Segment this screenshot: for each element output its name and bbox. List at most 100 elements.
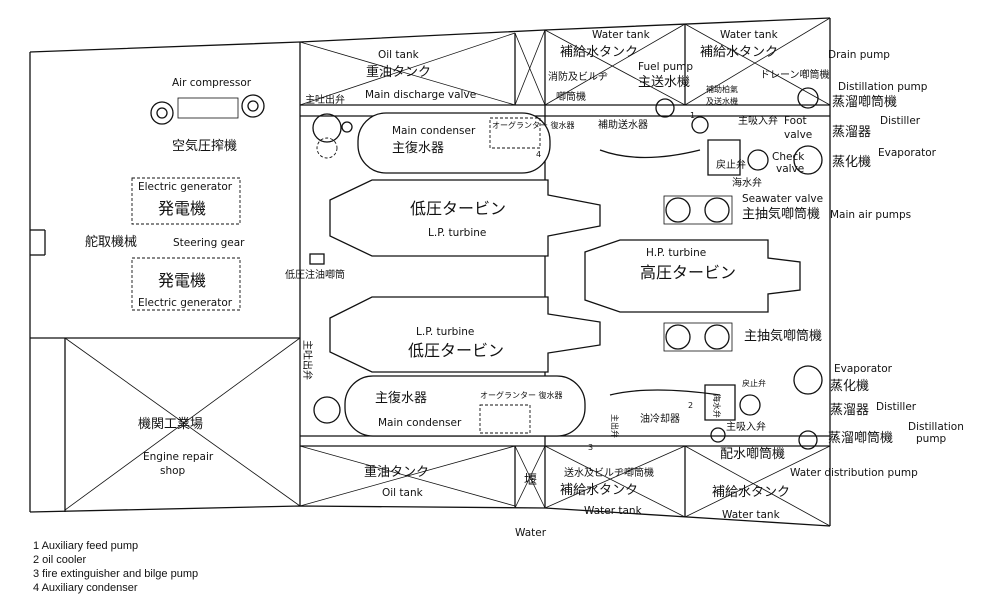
label-hp-turbine-jp: 高圧タービン: [640, 263, 736, 282]
label-main-discharge-jp: 主吐出弁: [305, 93, 345, 106]
label-num-4: 4: [536, 150, 541, 159]
main-condenser-bot: [313, 375, 586, 437]
label-water-tank-4-en: Water tank: [722, 509, 781, 521]
lp-turbine-bot: [329, 296, 601, 373]
label-water-dist-en: Water distribution pump: [790, 467, 918, 479]
label-distillation-bot-jp: 蒸溜喞筒機: [828, 430, 893, 446]
label-main-condenser-top-jp: 主復水器: [392, 140, 444, 156]
top-tanks: [299, 17, 831, 106]
label-check-valve-en: Check: [772, 151, 805, 163]
label-distillation-pump-en: Distillation pump: [838, 81, 928, 93]
label-check-valve-en2: valve: [776, 163, 804, 175]
label-distiller-jp: 蒸溜器: [832, 125, 871, 140]
label-water-tank-3-jp: 補給水タンク: [560, 483, 638, 498]
label-check-valve-jp: 戻止弁: [716, 158, 746, 171]
label-foot-valve-en2: valve: [784, 129, 812, 141]
room-partitions: [30, 30, 830, 512]
label-elec-gen2-jp: 発電機: [158, 271, 206, 290]
label-engine-shop-en1: Engine repair: [143, 451, 214, 463]
label-oil-tank-bot-en: Oil tank: [382, 487, 424, 499]
label-evaporator-en: Evaporator: [878, 147, 937, 159]
lp-oil-pump: [309, 253, 325, 265]
label-engine-shop-jp: 機関工業場: [138, 416, 203, 432]
label-lp-oil-pump-jp: 低圧注油喞筒: [285, 268, 345, 281]
label-main-exit-jp: 主出弁: [610, 414, 620, 438]
label-aux-feed-jp: 補助送水器: [598, 118, 648, 131]
label-aux-pump-jp: 補助柏氣: [706, 84, 738, 94]
label-aux-condenser-top-jp: オーグランター 復水器: [492, 120, 575, 130]
label-steering-en: Steering gear: [173, 237, 245, 249]
label-elec-gen2-en: Electric generator: [138, 297, 233, 309]
main-air-pumps-top: [663, 195, 733, 225]
label-drain-pump-en: Drain pump: [828, 49, 890, 61]
label-water-tank-2-jp: 補給水タンク: [700, 45, 778, 60]
label-main-exit-left-jp: 主吐出弁: [301, 340, 314, 380]
legend: 1 Auxiliary feed pump 2 oil cooler 3 fir…: [33, 540, 198, 594]
label-seawater-jp: 海水弁: [732, 176, 762, 189]
main-air-pumps-bot: [663, 322, 733, 352]
label-hp-turbine-en: H.P. turbine: [646, 247, 706, 259]
label-main-discharge-en: Main discharge valve: [365, 89, 476, 101]
label-water-tank-1-jp: 補給水タンク: [560, 45, 638, 60]
generator-boxes: [131, 177, 241, 311]
label-drain-pump-jp: ドレーン喞筒機: [760, 68, 830, 81]
legend-item-1: 1 Auxiliary feed pump: [33, 540, 138, 552]
legend-item-3: 3 fire extinguisher and bilge pump: [33, 568, 198, 580]
label-engine-shop-en2: shop: [160, 465, 186, 477]
label-lp-turbine-bot-en: L.P. turbine: [416, 326, 474, 338]
label-main-condenser-top-en: Main condenser: [392, 125, 476, 137]
label-check-bot-jp: 戻止弁: [742, 378, 766, 388]
label-distiller-bot-en: Distiller: [876, 401, 917, 413]
label-aux-condenser-bot-jp: オーグランター 復水器: [480, 390, 563, 400]
legend-item-4: 4 Auxiliary condenser: [33, 582, 138, 594]
label-evaporator-bot-en: Evaporator: [834, 363, 893, 375]
right-equipment: [599, 87, 823, 450]
label-num-2: 2: [688, 401, 693, 410]
label-main-air-jp: 主抽気喞筒機: [742, 206, 820, 222]
label-water-tank-2-en: Water tank: [720, 29, 779, 41]
bottom-tanks: [299, 445, 831, 527]
hp-turbine: [584, 239, 801, 313]
label-fire-bilge-bot-jp: 送水及ビルヂ喞筒機: [564, 466, 654, 479]
hull-outline: [29, 17, 831, 527]
label-distiller-bot-jp: 蒸溜器: [830, 403, 869, 418]
label-main-air-en: Main air pumps: [830, 209, 911, 221]
label-foot-valve-en: Foot: [784, 115, 807, 127]
label-oil-tank-bot-jp: 重油タンク: [364, 464, 429, 480]
label-fuel-pump-jp: 主送水機: [638, 75, 690, 90]
label-seawater-bot-jp: 海水弁: [712, 394, 722, 418]
label-num-3: 3: [588, 443, 593, 452]
label-evaporator-jp: 蒸化機: [832, 155, 871, 170]
label-elec-gen-jp: 発電機: [158, 199, 206, 218]
label-water-tank-1-en: Water tank: [592, 29, 651, 41]
label-lp-turbine-bot-jp: 低圧タービン: [408, 341, 504, 360]
label-oil-tank-top-jp: 重油タンク: [366, 64, 431, 80]
label-fire-bilge-jp2: 喞筒機: [556, 90, 586, 103]
label-main-condenser-bot-jp: 主復水器: [375, 390, 427, 406]
label-water-jp: 堰: [524, 473, 537, 488]
diagram-labels: Air compressor 空気圧搾機 Electric generator …: [85, 29, 964, 539]
label-aux-pump-jp2: 及送水機: [706, 96, 738, 106]
label-main-air-bot-jp: 主抽気喞筒機: [744, 328, 822, 344]
air-compressors: [150, 94, 265, 125]
label-fire-bilge-jp: 消防及ビルヂ: [548, 70, 608, 83]
label-distillation-bot-en2: pump: [916, 433, 947, 445]
label-water-dist-jp: 配水喞筒機: [720, 446, 785, 462]
label-main-suction-bot-jp: 主吸入弁: [726, 420, 766, 433]
label-evaporator-bot-jp: 蒸化機: [830, 379, 869, 394]
label-lp-turbine-top-jp: 低圧タービン: [410, 199, 506, 218]
label-num-1: 1: [690, 111, 695, 120]
label-water-en: Water: [515, 527, 547, 539]
label-air-compressor-en: Air compressor: [172, 77, 252, 89]
label-distillation-bot-en: Distillation: [908, 421, 964, 433]
label-oil-tank-top-en: Oil tank: [378, 49, 420, 61]
lp-turbine-top: [329, 179, 601, 257]
label-steering-jp: 舵取機械: [85, 235, 137, 250]
label-lp-turbine-top-en: L.P. turbine: [428, 227, 486, 239]
label-distiller-en: Distiller: [880, 115, 921, 127]
label-main-suction-jp: 主吸入弁: [738, 114, 778, 127]
label-distillation-pump-jp: 蒸溜喞筒機: [832, 94, 897, 110]
label-water-tank-4-jp: 補給水タンク: [712, 485, 790, 500]
